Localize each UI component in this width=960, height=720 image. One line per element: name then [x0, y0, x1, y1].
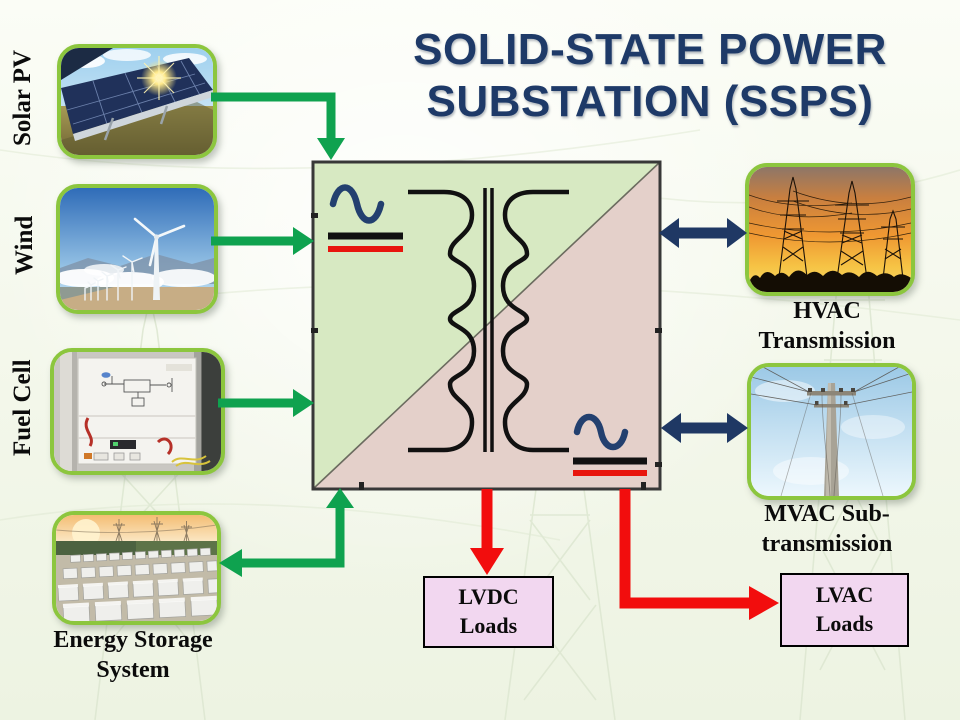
fuel-cell-image [50, 348, 225, 475]
battery-containers [57, 547, 217, 621]
page-title: SOLID-STATE POWER SUBSTATION (SSPS) [350, 24, 950, 128]
wind-photo [60, 188, 214, 310]
solar-pv-image [57, 44, 217, 159]
mvac-photo [751, 367, 912, 496]
mvac-image [747, 363, 916, 500]
energy-storage-label-line-2: System [96, 657, 170, 683]
dc-link-bars-top [328, 232, 403, 252]
dc-link-bars-bottom [573, 457, 647, 476]
transformer-icon [408, 188, 569, 453]
hvac-photo [749, 167, 911, 292]
fuel-cell-label: Fuel Cell [9, 359, 36, 456]
connection-nubs [311, 213, 662, 490]
fuel-cell-diagram [101, 376, 173, 407]
sst-block [311, 160, 662, 491]
wind-turbine-icon [133, 217, 186, 300]
wind-image [56, 184, 218, 314]
hvac-label-line-1: HVAC [793, 298, 861, 324]
lvac-label-line-1: LVAC [815, 582, 874, 608]
fuel-cell-photo [54, 352, 221, 471]
hvac-image [745, 163, 915, 296]
lvdc-label-line-2: Loads [459, 613, 518, 638]
energy-storage-label: Energy Storage System [18, 625, 248, 685]
lvac-label-line-2: Loads [815, 611, 874, 636]
mvac-label: MVAC Sub- transmission [728, 499, 926, 559]
energy-storage-image [52, 511, 221, 625]
ac-source-icon-bottom [573, 413, 629, 451]
mvac-label-line-2: transmission [761, 531, 893, 557]
wind-label: Wind [11, 215, 38, 275]
transmission-towers [777, 176, 905, 280]
title-line-2: SUBSTATION (SSPS) [426, 76, 874, 126]
title-line-1: SOLID-STATE POWER [413, 25, 887, 74]
energy-storage-label-line-1: Energy Storage [53, 627, 213, 653]
solar-pv-photo [61, 48, 213, 155]
lvdc-label-line-1: LVDC [458, 584, 519, 610]
hvac-label: HVAC Transmission [728, 296, 926, 356]
lvac-loads-box: LVAC Loads [780, 573, 909, 647]
lvdc-loads-box: LVDC Loads [423, 576, 554, 648]
energy-storage-photo [56, 515, 217, 621]
hvac-label-line-2: Transmission [758, 328, 896, 354]
ac-source-icon-top [329, 184, 385, 224]
solar-pv-label: Solar PV [9, 49, 36, 146]
mvac-label-line-1: MVAC Sub- [764, 501, 890, 527]
